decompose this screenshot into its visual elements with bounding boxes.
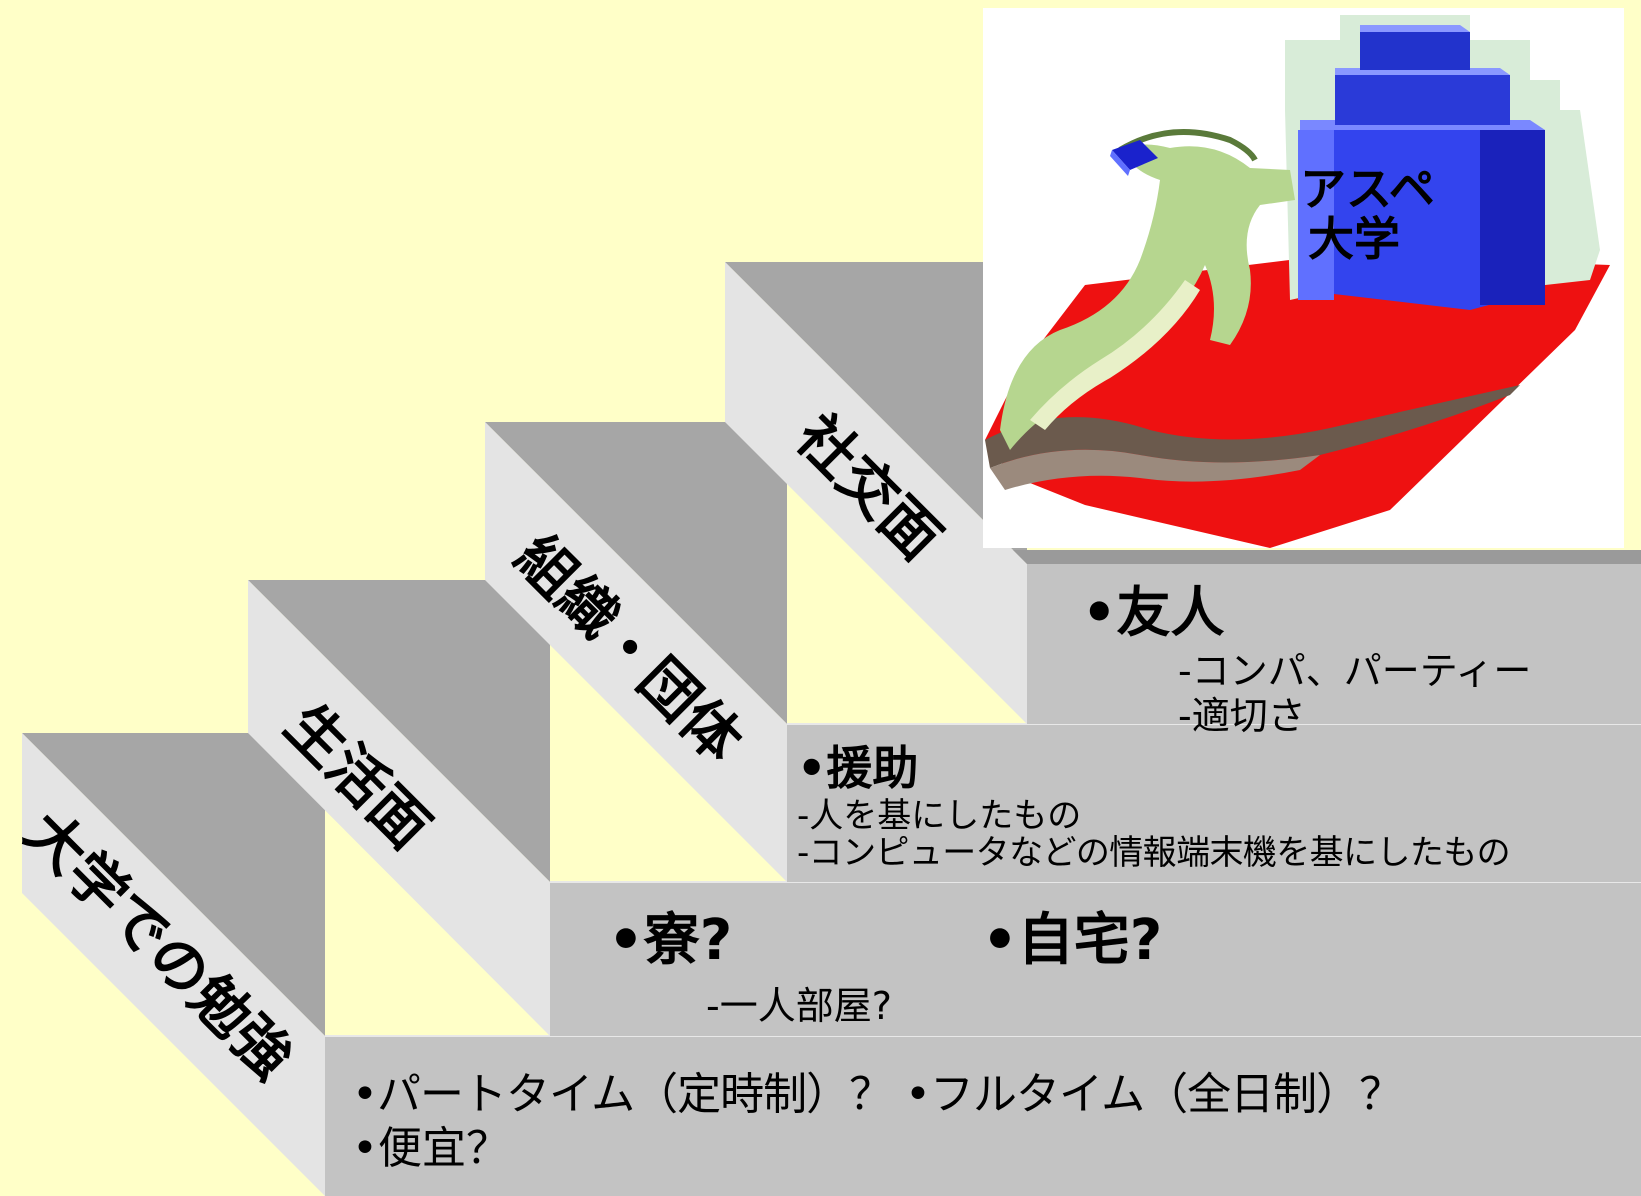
step-org (485, 422, 1641, 882)
life-dorm: •寮? (608, 908, 733, 973)
step-study-side (22, 733, 325, 1196)
social-sub1: -コンパ、パーティー (1178, 649, 1532, 693)
study-line2: •便宜？ (352, 1123, 510, 1174)
step-life-front (550, 882, 1641, 1036)
step-social-front (1027, 564, 1641, 724)
step-study-front (325, 1036, 1641, 1196)
life-home: •自宅? (982, 908, 1163, 973)
step-social-side (725, 262, 1027, 724)
step-life-side (248, 580, 550, 1036)
building-text-line2: 大学 (1308, 212, 1400, 266)
life-single-room: -一人部屋? (706, 984, 892, 1028)
org-heading: •援助 (797, 741, 919, 795)
social-sub2: -適切さ (1178, 694, 1306, 738)
step-org-front (787, 724, 1641, 882)
illustration-panel: アスペ 大学 (983, 8, 1624, 548)
step-org-side (485, 422, 787, 882)
org-sub2: -コンピュータなどの情報端末機を基にしたもの (797, 833, 1511, 873)
step-social (725, 262, 1641, 724)
study-line1: •パートタイム（定時制）？ •フルタイム（全日制）？ (352, 1069, 1403, 1120)
org-sub1: -人を基にしたもの (797, 796, 1082, 836)
building-text-line1: アスペ (1300, 162, 1435, 216)
social-heading: •友人 (1082, 581, 1225, 644)
step-study (22, 733, 1641, 1196)
climber-to-building-icon (985, 15, 1610, 548)
